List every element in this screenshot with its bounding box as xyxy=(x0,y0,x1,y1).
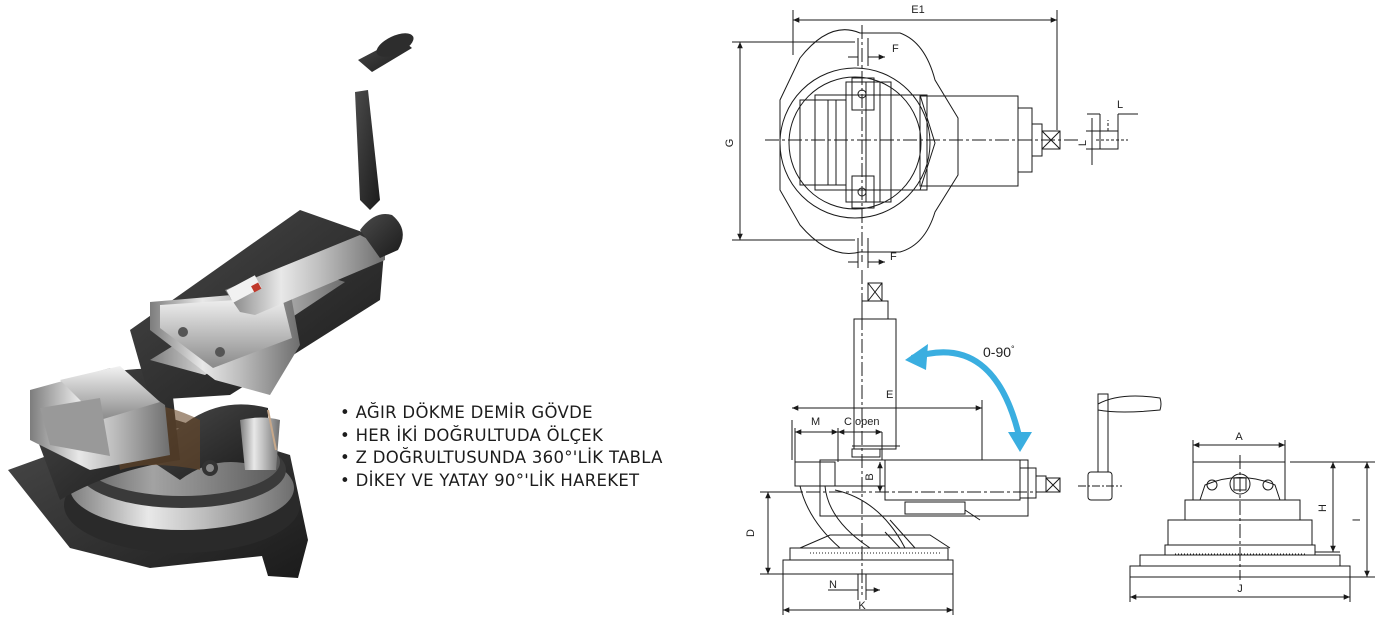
top-view-drawing xyxy=(732,10,1138,268)
dim-n: N xyxy=(829,579,837,591)
dim-angle: 0-90° xyxy=(983,344,1015,360)
feature-item-4: DİKEY VE YATAY 90°'LİK HAREKET xyxy=(340,470,663,493)
dim-h: H xyxy=(1317,504,1329,512)
dim-g: G xyxy=(724,139,736,148)
feature-item-1: AĞIR DÖKME DEMİR GÖVDE xyxy=(340,402,663,425)
handle-detail-drawing xyxy=(1078,393,1162,501)
dim-k: K xyxy=(858,600,866,612)
dim-angle-value: 0-90 xyxy=(983,344,1011,360)
feature-item-2: HER İKİ DOĞRULTUDA ÖLÇEK xyxy=(340,425,663,448)
vise-photo xyxy=(8,33,414,578)
dim-angle-degree: ° xyxy=(1011,344,1015,354)
dim-c-open: C open xyxy=(844,416,879,428)
dim-l-h: L xyxy=(1117,99,1123,111)
feature-item-3: Z DOĞRULTUSUNDA 360°'LİK TABLA xyxy=(340,447,663,470)
dim-e1: E1 xyxy=(911,4,924,16)
dim-b: B xyxy=(864,473,876,480)
side-view-drawing xyxy=(760,270,1061,615)
dim-m: M xyxy=(811,416,820,428)
front-view-drawing xyxy=(1129,440,1375,602)
angle-arrow-icon xyxy=(905,344,1032,452)
dim-d: D xyxy=(745,529,757,537)
feature-list: AĞIR DÖKME DEMİR GÖVDE HER İKİ DOĞRULTUD… xyxy=(340,402,663,492)
dim-a: A xyxy=(1235,431,1243,443)
dim-i: I xyxy=(1351,518,1363,521)
dim-l-v: L xyxy=(1077,140,1089,146)
dim-e: E xyxy=(886,389,893,401)
dim-j: J xyxy=(1237,583,1243,595)
dimension-labels: E1 F F G L L 0-90° E M C open B D N K A … xyxy=(724,4,1363,612)
dim-f-bottom: F xyxy=(890,251,897,263)
dim-f-top: F xyxy=(892,43,899,55)
